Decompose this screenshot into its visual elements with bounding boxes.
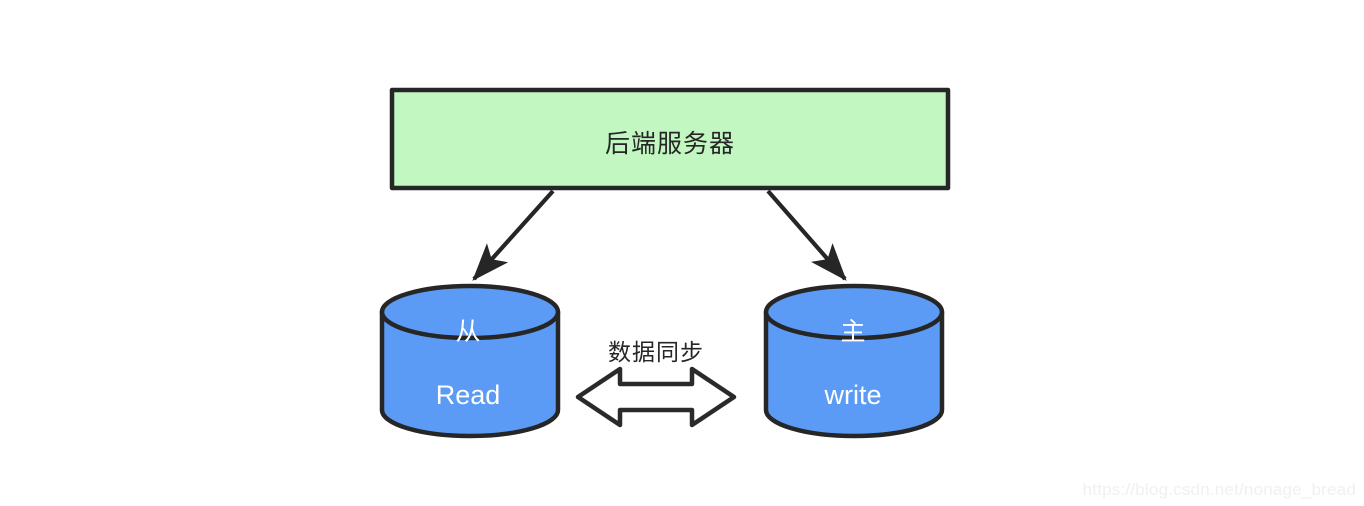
connector-server-to-master xyxy=(766,189,847,281)
database-cylinder-slave xyxy=(379,283,561,439)
watermark: https://blog.csdn.net/nonage_bread xyxy=(1082,480,1356,499)
server-box xyxy=(389,87,951,191)
database-cylinder-master xyxy=(763,283,945,439)
sync-double-arrow-icon xyxy=(575,366,737,428)
connector-server-to-slave xyxy=(472,189,555,281)
